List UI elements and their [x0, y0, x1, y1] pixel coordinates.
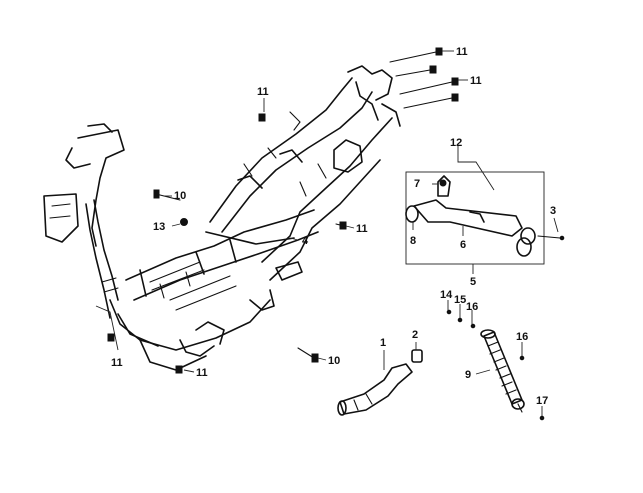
callout-labels: 11 11 11 11 11 11 12 10 13 7 3 4 8 6 5 1…	[111, 46, 556, 407]
callout-14: 14	[440, 289, 453, 301]
callout-10-lower: 10	[328, 355, 340, 367]
callout-9: 9	[465, 369, 471, 381]
engine-hanger-assembly	[405, 171, 565, 265]
callout-3: 3	[550, 205, 556, 217]
engine-hanger-bolts	[153, 189, 319, 363]
callout-13: 13	[153, 221, 165, 233]
callout-15: 15	[454, 294, 466, 306]
callout-16-upper: 16	[466, 301, 478, 313]
callout-11-spine: 11	[257, 86, 269, 98]
callout-10-upper: 10	[174, 190, 186, 202]
callout-4: 4	[302, 235, 309, 247]
leader-lines	[95, 50, 559, 416]
callout-8: 8	[410, 235, 416, 247]
callout-11-bottom: 11	[196, 367, 208, 379]
callout-12: 12	[450, 137, 462, 149]
callout-17: 17	[536, 395, 548, 407]
callout-1: 1	[380, 337, 386, 349]
callout-2: 2	[412, 329, 418, 341]
bent-pipe-part	[337, 349, 423, 416]
rear-shock-absorber	[446, 309, 545, 421]
callout-11-left: 11	[111, 357, 123, 369]
bolt-parts	[107, 47, 459, 374]
main-frame	[43, 65, 401, 371]
callout-5: 5	[470, 276, 476, 288]
callout-7: 7	[414, 178, 420, 190]
callout-11-top-right: 11	[456, 46, 468, 58]
callout-16-lower: 16	[516, 331, 528, 343]
callout-6: 6	[460, 239, 466, 251]
callout-11-right: 11	[470, 75, 482, 87]
callout-11-center: 11	[356, 223, 368, 235]
